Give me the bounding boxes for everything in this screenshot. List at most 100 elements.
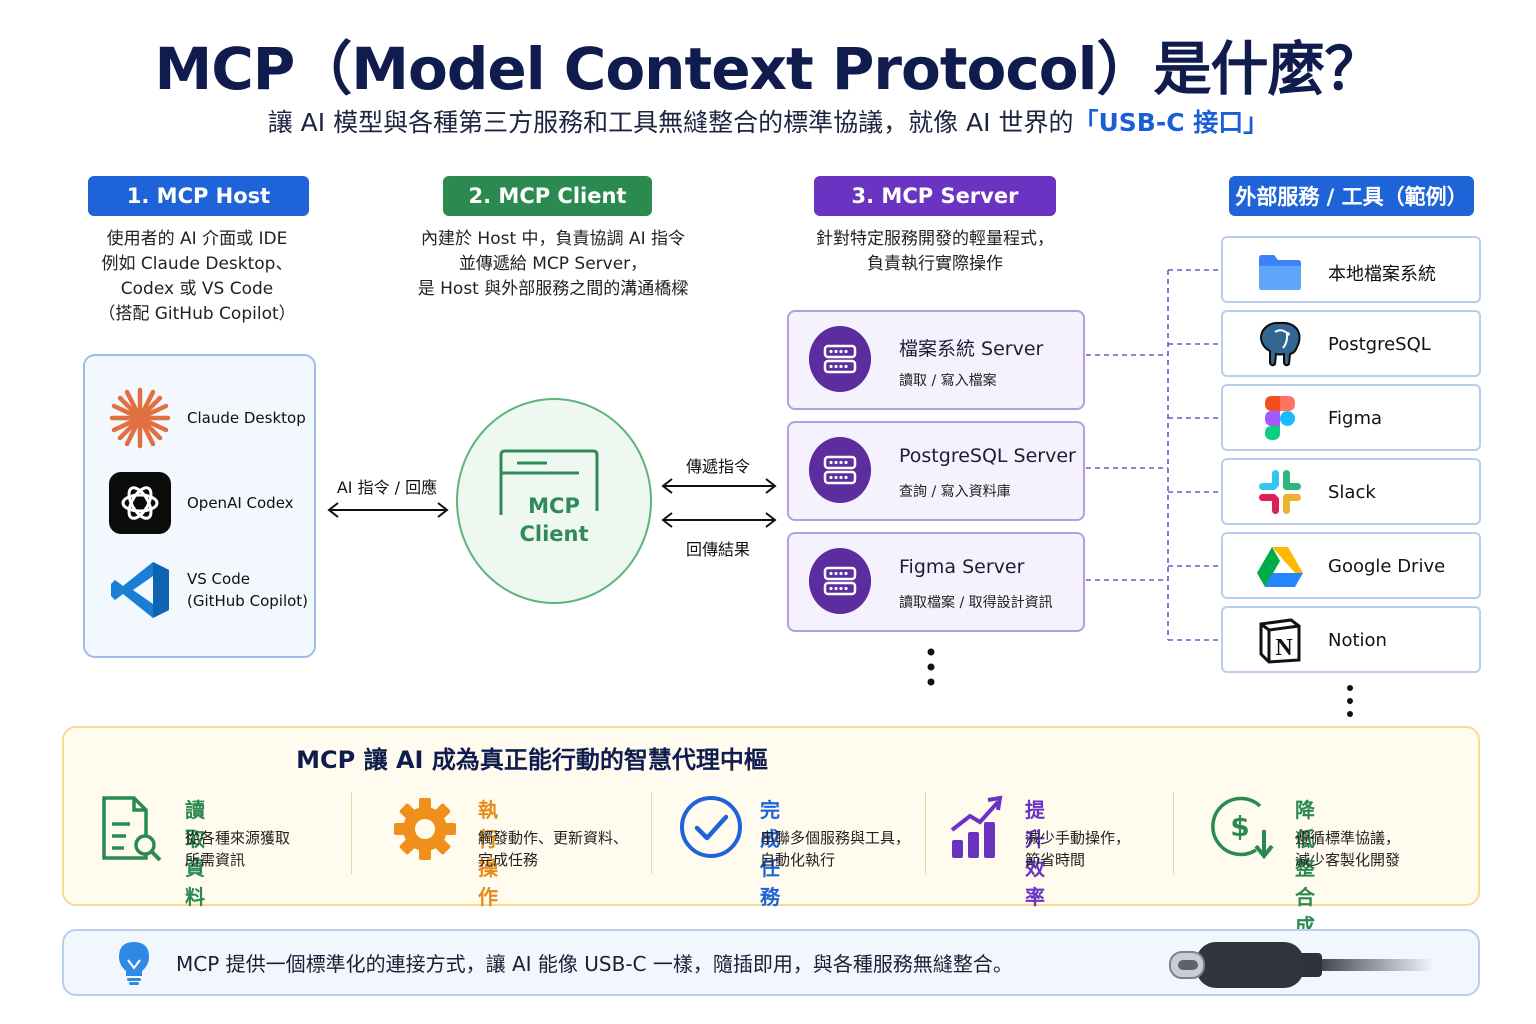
openai-knot-icon (109, 472, 171, 534)
client-desc-line: 並傳遞給 MCP Server， (458, 254, 648, 274)
server-sub: 查詢 / 寫入資料庫 (899, 484, 1011, 500)
host-panel: Claude Desktop OpenAI Codex VS Code (Git… (83, 354, 316, 658)
server-desc-line: 針對特定服務開發的輕量程式， (816, 229, 1054, 249)
host-desc-line: 例如 Claude Desktop、 (101, 254, 293, 274)
page-subtitle: 讓 AI 模型與各種第三方服務和工具無縫整合的標準協議，就像 AI 世界的「US… (0, 103, 1536, 139)
benefit-desc: 減少手動操作， 節省時間 (1025, 827, 1175, 871)
server-name: 檔案系統 Server (899, 338, 1044, 360)
host-item-vscode: VS Code (GitHub Copilot) (109, 558, 308, 622)
external-name: Slack (1328, 482, 1376, 503)
benefit-title: 提升效率 (1025, 798, 1045, 909)
column-header-external: 外部服務 / 工具（範例） (1229, 176, 1474, 216)
external-card-figma: Figma (1221, 384, 1481, 451)
benefit-desc-line: 觸發動作、更新資料、 (478, 829, 629, 847)
benefit-title: 讀取資料 (185, 798, 205, 909)
server-name: PostgreSQL Server (899, 445, 1076, 467)
arrow-host-client (327, 502, 449, 518)
arrow-label-host-client: AI 指令 / 回應 (336, 478, 438, 497)
server-name: Figma Server (899, 556, 1025, 578)
client-desc-line: 內建於 Host 中，負責協調 AI 指令 (421, 229, 685, 249)
more-externals-dots (1347, 685, 1353, 717)
server-card-filesystem: 檔案系統 Server 讀取 / 寫入檔案 (787, 310, 1085, 410)
external-name: Figma (1328, 408, 1383, 429)
slack-icon (1259, 470, 1301, 514)
host-desc-line: （搭配 GitHub Copilot） (98, 304, 296, 324)
column-header-server: 3. MCP Server (814, 176, 1056, 216)
host-name: VS Code (187, 570, 250, 588)
external-name: 本地檔案系統 (1328, 264, 1436, 285)
notion-icon: N (1259, 618, 1301, 664)
benefit-divider (925, 792, 926, 874)
benefit-desc-line: 從各種來源獲取 (185, 829, 291, 847)
benefit-desc-line: 減少手動操作， (1025, 829, 1131, 847)
benefit-desc-line: 減少客製化開發 (1295, 851, 1401, 869)
benefit-title: 完成任務 (760, 798, 780, 909)
benefit-desc-line: 所需資訊 (185, 851, 246, 869)
figma-icon (1265, 396, 1295, 440)
server-card-figma: Figma Server 讀取檔案 / 取得設計資訊 (787, 532, 1085, 632)
subtitle-main: 讓 AI 模型與各種第三方服務和工具無縫整合的標準協議，就像 AI 世界的 (267, 108, 1074, 137)
benefit-desc: 觸發動作、更新資料、 完成任務 (478, 827, 658, 871)
arrow-send (661, 478, 777, 494)
benefit-desc-line: 串聯多個服務與工具， (760, 829, 911, 847)
folder-icon (1259, 255, 1301, 290)
server-rack-icon (809, 326, 871, 392)
benefit-divider (1173, 792, 1174, 874)
benefits-panel (62, 726, 1480, 906)
document-search-icon (102, 796, 162, 862)
arrow-return (661, 512, 777, 528)
svg-text:$: $ (1230, 810, 1249, 843)
server-description: 針對特定服務開發的輕量程式， 負責執行實際操作 (770, 227, 1100, 277)
external-card-postgresql: PostgreSQL (1221, 310, 1481, 377)
external-name: Google Drive (1328, 556, 1446, 577)
google-drive-icon (1257, 547, 1303, 587)
column-header-host: 1. MCP Host (88, 176, 309, 216)
dollar-down-icon: $ (1211, 796, 1274, 860)
server-card-postgresql: PostgreSQL Server 查詢 / 寫入資料庫 (787, 421, 1085, 521)
claude-asterisk-icon (109, 387, 171, 449)
external-name: Notion (1328, 630, 1387, 651)
check-circle-icon (680, 796, 742, 858)
server-rack-icon (809, 437, 871, 503)
server-external-connectors (1086, 269, 1221, 641)
benefit-divider (351, 792, 352, 874)
host-item-openai: OpenAI Codex (109, 472, 294, 534)
server-sub: 讀取 / 寫入檔案 (899, 373, 997, 389)
external-card-notion: N Notion (1221, 606, 1481, 673)
benefit-desc: 從各種來源獲取 所需資訊 (185, 827, 355, 871)
postgresql-elephant-icon (1259, 321, 1301, 367)
host-desc-line: 使用者的 AI 介面或 IDE (106, 229, 288, 249)
host-description: 使用者的 AI 介面或 IDE 例如 Claude Desktop、 Codex… (40, 227, 354, 327)
benefit-desc-line: 節省時間 (1025, 851, 1086, 869)
host-name: Claude Desktop (187, 409, 306, 427)
benefit-desc-line: 自動化執行 (760, 851, 836, 869)
client-label-line: MCP (528, 494, 580, 518)
host-sub: (GitHub Copilot) (187, 592, 309, 610)
benefit-title: 執行操作 (478, 798, 498, 909)
usb-c-cable-icon (1169, 942, 1434, 988)
host-name: OpenAI Codex (187, 494, 294, 512)
page-title: MCP（Model Context Protocol）是什麼？ (154, 35, 1382, 103)
external-card-google-drive: Google Drive (1221, 532, 1481, 599)
server-desc-line: 負責執行實際操作 (867, 254, 1003, 274)
mcp-client-label: MCP Client (456, 492, 652, 548)
host-item-claude: Claude Desktop (109, 386, 306, 450)
more-servers-dots (927, 648, 935, 686)
client-description: 內建於 Host 中，負責協調 AI 指令 並傳遞給 MCP Server， 是… (378, 227, 728, 302)
column-header-client: 2. MCP Client (443, 176, 652, 216)
benefit-desc-line: 遵循標準協議， (1295, 829, 1401, 847)
benefit-desc: 串聯多個服務與工具， 自動化執行 (760, 827, 935, 871)
server-sub: 讀取檔案 / 取得設計資訊 (899, 595, 1053, 611)
window-icon (499, 449, 599, 515)
arrow-label-return: 回傳結果 (685, 540, 750, 559)
external-card-filesystem: 本地檔案系統 (1221, 236, 1481, 303)
external-card-slack: Slack (1221, 458, 1481, 525)
mcp-client-circle (456, 398, 652, 604)
benefit-desc: 遵循標準協議， 減少客製化開發 (1295, 827, 1465, 871)
vscode-icon (111, 562, 169, 618)
svg-text:N: N (1275, 635, 1293, 661)
client-desc-line: 是 Host 與外部服務之間的溝通橋樑 (417, 279, 689, 299)
host-desc-line: Codex 或 VS Code (120, 279, 274, 299)
gear-icon (394, 798, 456, 860)
growth-chart-icon (950, 795, 1003, 858)
